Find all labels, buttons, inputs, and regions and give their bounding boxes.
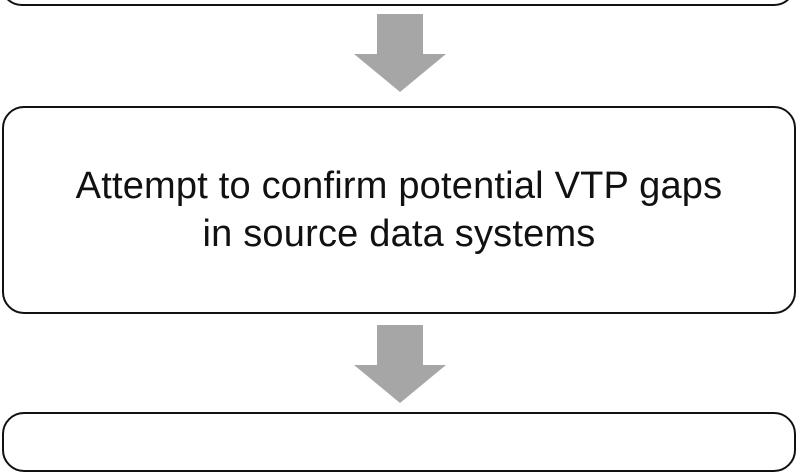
down-arrow-icon <box>354 14 446 92</box>
flow-step-box-confirm-gaps: Attempt to confirm potential VTP gaps in… <box>2 106 796 314</box>
down-arrow-icon <box>354 325 446 403</box>
flow-step-box-bottom <box>2 412 796 472</box>
down-arrow-shape <box>354 325 446 403</box>
flow-step-text-line-2: in source data systems <box>202 213 596 255</box>
flow-step-text: Attempt to confirm potential VTP gaps in… <box>76 162 723 258</box>
flow-step-box-top <box>0 0 796 6</box>
down-arrow-shape <box>354 14 446 92</box>
flow-step-text-line-1: Attempt to confirm potential VTP gaps <box>75 165 723 207</box>
